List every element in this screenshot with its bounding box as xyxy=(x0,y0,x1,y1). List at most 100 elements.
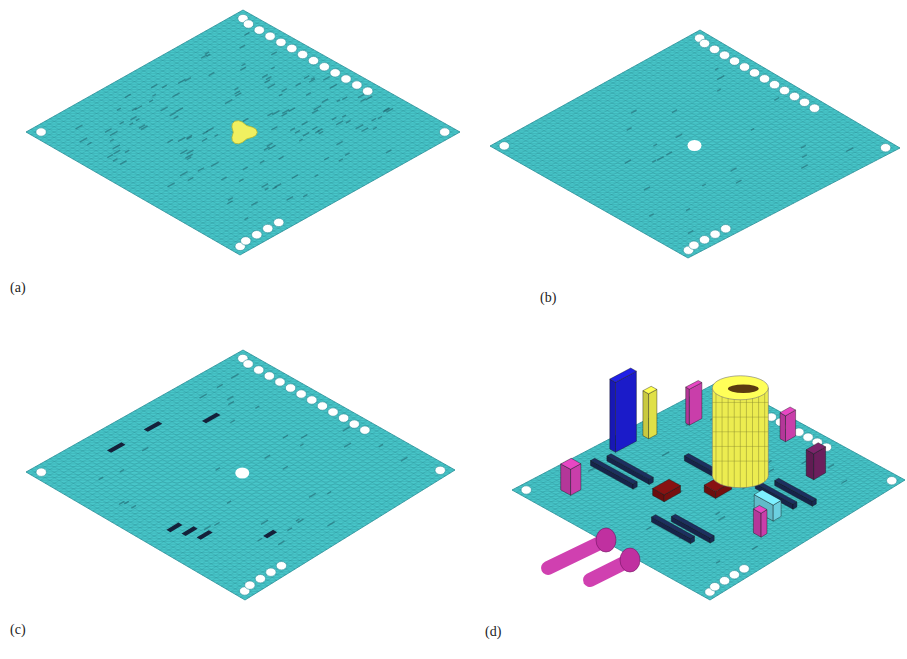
mesh-line xyxy=(150,543,337,545)
mesh-cluster xyxy=(178,137,185,141)
mesh-cluster xyxy=(185,78,191,82)
mounting-hole xyxy=(699,39,709,47)
center-hole xyxy=(235,468,249,479)
mesh-line xyxy=(545,116,848,117)
slot-cutout xyxy=(204,414,220,423)
mesh-cluster xyxy=(752,546,757,549)
mesh-line xyxy=(93,510,391,511)
pcb-board xyxy=(490,30,900,258)
mesh-cluster xyxy=(227,201,232,204)
mesh-line xyxy=(654,55,743,56)
mesh-line xyxy=(706,597,715,598)
mesh-cluster xyxy=(332,117,337,120)
mesh-line xyxy=(100,174,383,175)
mesh-cluster xyxy=(283,466,288,469)
mounting-hole xyxy=(317,402,327,410)
mesh-cluster xyxy=(267,143,273,146)
mounting-hole xyxy=(319,63,329,71)
mesh-cluster xyxy=(312,110,318,113)
capacitor-cylinder xyxy=(712,376,768,488)
mesh-cluster xyxy=(801,165,807,168)
mesh-line xyxy=(695,32,704,33)
mesh-cluster xyxy=(105,129,112,133)
mesh-line xyxy=(708,387,892,488)
mesh-line xyxy=(156,206,326,207)
mesh-cluster xyxy=(227,501,231,503)
mesh-cluster xyxy=(243,118,249,121)
mesh-cluster xyxy=(99,477,104,480)
mesh-cluster xyxy=(178,79,185,83)
mesh-cluster xyxy=(344,443,351,447)
mesh-cluster xyxy=(319,131,324,134)
mesh-line xyxy=(589,202,794,203)
mounting-hole xyxy=(739,63,749,71)
mesh-line xyxy=(175,217,307,218)
mesh-line xyxy=(558,108,834,109)
mesh-line xyxy=(589,527,828,533)
mesh-cluster xyxy=(216,468,220,471)
mesh-cluster xyxy=(240,45,246,48)
mounting-hole xyxy=(341,75,351,83)
component-block xyxy=(610,368,637,452)
mesh-lines xyxy=(26,353,455,598)
mounting-hole xyxy=(241,237,251,245)
mesh-cluster xyxy=(717,89,720,91)
mesh-cluster xyxy=(301,435,307,439)
mounting-hole xyxy=(759,75,769,83)
mesh-cluster xyxy=(119,501,124,504)
mesh-line xyxy=(238,352,247,353)
mesh-cluster xyxy=(716,561,720,563)
mesh-cluster xyxy=(264,147,270,150)
mounting-hole xyxy=(803,433,813,441)
mesh-cluster xyxy=(676,134,683,138)
mesh-cluster xyxy=(255,406,259,408)
mesh-cluster xyxy=(282,113,287,116)
mesh-line xyxy=(106,426,376,427)
mesh-cluster xyxy=(717,76,724,80)
mounting-hole xyxy=(721,225,731,233)
mesh-line xyxy=(164,551,323,553)
mesh-line xyxy=(615,543,803,548)
mounting-hole xyxy=(263,224,273,232)
mesh-line xyxy=(50,484,432,486)
mesh-line xyxy=(78,102,408,103)
mesh-cluster xyxy=(366,96,372,99)
mesh-line xyxy=(152,204,331,205)
mesh-line xyxy=(64,493,418,495)
mounting-hole xyxy=(36,128,46,136)
mesh-cluster xyxy=(625,160,631,163)
mesh-cluster xyxy=(296,83,301,86)
mesh-line xyxy=(595,88,800,89)
panel-label: (a) xyxy=(10,281,26,295)
mesh-cluster xyxy=(110,139,114,141)
component-block xyxy=(607,454,653,485)
mesh-cluster xyxy=(231,374,238,378)
mesh-cluster xyxy=(283,435,288,438)
mesh-line xyxy=(210,368,275,369)
mesh-line xyxy=(628,550,790,554)
mounting-hole xyxy=(887,476,897,484)
mesh-cluster xyxy=(209,72,215,75)
mesh-line xyxy=(680,465,877,583)
mounting-hole xyxy=(709,45,719,53)
mesh-cluster xyxy=(292,175,298,178)
mesh-line xyxy=(693,471,889,590)
mesh-cluster xyxy=(251,202,257,206)
mesh-line xyxy=(517,131,874,133)
mesh-cluster xyxy=(716,512,720,514)
mesh-line xyxy=(119,185,364,186)
mesh-line xyxy=(513,133,878,135)
mesh-cluster xyxy=(627,128,632,131)
board-surface xyxy=(490,30,900,258)
component-block xyxy=(671,514,714,543)
mesh-line xyxy=(585,200,799,201)
mesh-line xyxy=(554,111,839,112)
mesh-line xyxy=(567,190,817,191)
mesh-line xyxy=(54,148,431,149)
mesh-cluster xyxy=(152,94,155,96)
mounting-hole xyxy=(274,218,284,226)
mesh-line xyxy=(507,156,881,158)
mesh-line xyxy=(684,255,693,256)
mounting-hole xyxy=(360,426,370,434)
mesh-cluster xyxy=(287,528,292,531)
